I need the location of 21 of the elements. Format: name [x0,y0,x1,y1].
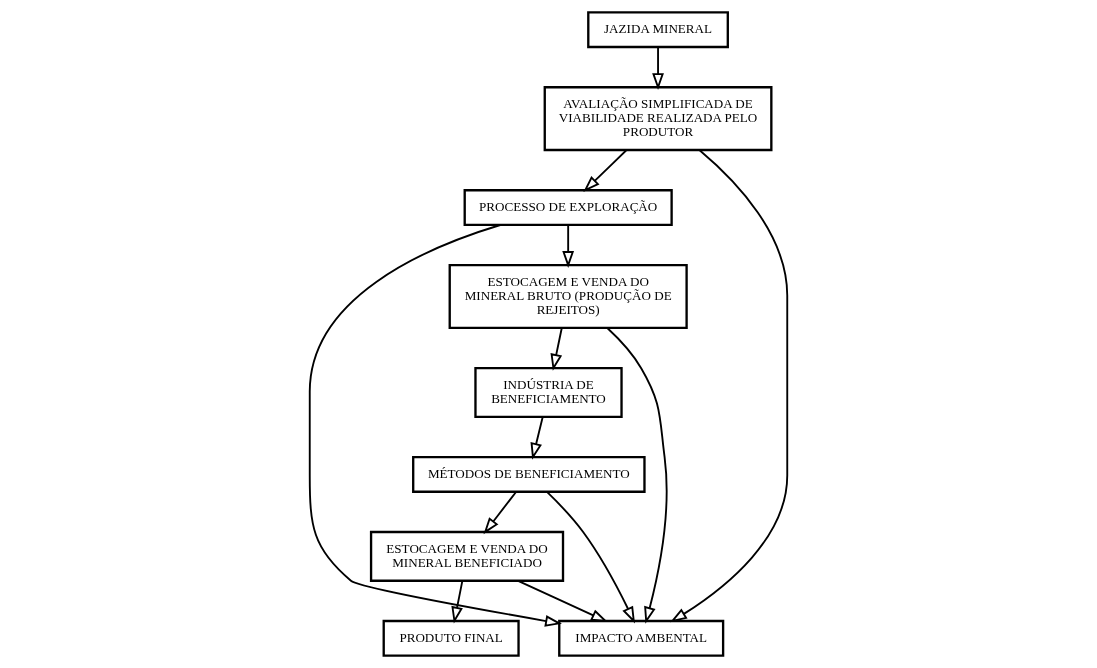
node-box: PRODUTO FINAL [382,619,520,657]
arrow [606,327,668,624]
node-box: AVALIAÇÃO SIMPLIFICADA DE VIABILIDADE REALIZADA PELO PRODUTOR [543,86,773,152]
arrow [550,327,563,371]
arrow [308,224,562,627]
node-box: PROCESSO DE EXPLORAÇÃO [463,189,673,227]
arrow [562,224,575,268]
arrow [451,579,464,624]
node-box: ESTOCAGEM E VENDA DO MINERAL BRUTO (PRODUÇÃO DE REJEITOS) [448,264,688,330]
arrow [517,579,608,623]
arrow [530,416,544,460]
node-box: JAZIDA MINERAL [587,11,729,49]
node-box: INDÚSTRIA DE BENEFICIAMENTO [474,367,623,419]
arrow [483,491,517,535]
arrow [652,46,664,91]
arrow [583,149,628,192]
node-box: ESTOCAGEM E VENDA DO MINERAL BENEFICIADO [369,530,565,582]
arrow [670,149,789,623]
node-box: IMPACTO AMBENTAL [558,619,725,657]
node-box: MÉTODOS DE BENEFICIAMENTO [412,455,646,493]
arrow [546,491,635,624]
